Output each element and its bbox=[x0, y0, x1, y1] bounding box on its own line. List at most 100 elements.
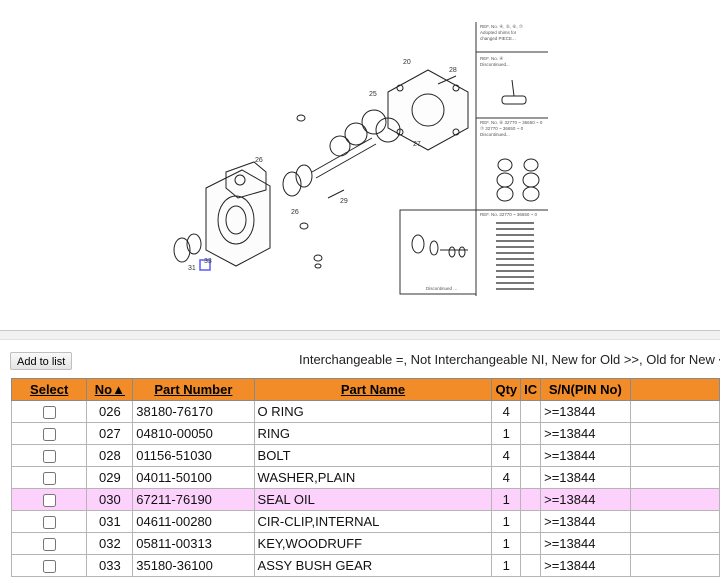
no-cell: 029 bbox=[86, 466, 134, 489]
extra-cell bbox=[629, 422, 720, 445]
callout-27: 27 bbox=[413, 141, 421, 148]
ref-low-line-1: REF. No. ⑥ 32770 ~ 36650 ~ 0 bbox=[480, 120, 543, 125]
exploded-view-drawing: 20 28 25 27 26 26 29 31 33 REF. No. ④, ⑤… bbox=[173, 22, 548, 296]
part-number-cell: 67211-76190 bbox=[132, 488, 255, 511]
part-number-cell: 04810-00050 bbox=[132, 422, 255, 445]
sn-cell: >=13844 bbox=[540, 554, 631, 577]
select-cell bbox=[10, 444, 88, 467]
inset-line-1: REF. No. 32770 ~ 36650 ~ 0 bbox=[480, 212, 538, 217]
ic-cell bbox=[520, 532, 542, 555]
no-column-header[interactable]: No▲ bbox=[86, 378, 134, 401]
qty-cell: 4 bbox=[491, 444, 522, 467]
ic-column-header: IC bbox=[520, 378, 542, 401]
part-number-cell: 38180-76170 bbox=[132, 400, 255, 423]
part-number-cell: 01156-51030 bbox=[132, 444, 255, 467]
row-select-checkbox[interactable] bbox=[42, 450, 56, 464]
ic-cell bbox=[520, 400, 542, 423]
select-cell bbox=[10, 488, 88, 511]
ic-cell bbox=[520, 444, 542, 467]
part-name-cell: O RING bbox=[253, 400, 493, 423]
sn-cell: >=13844 bbox=[540, 488, 631, 511]
extra-cell bbox=[629, 444, 720, 467]
ic-cell bbox=[520, 422, 542, 445]
no-cell: 031 bbox=[86, 510, 134, 533]
no-cell: 026 bbox=[86, 400, 134, 423]
select-cell bbox=[10, 554, 88, 577]
sn-column-header: S/N(PIN No) bbox=[540, 378, 631, 401]
part-name-column-header[interactable]: Part Name bbox=[253, 378, 493, 401]
callout-29: 29 bbox=[340, 198, 348, 205]
qty-cell: 1 bbox=[491, 510, 522, 533]
no-cell: 027 bbox=[86, 422, 134, 445]
ref-mid-line-2: Discontinued... bbox=[480, 62, 510, 67]
part-name-cell: CIR-CLIP,INTERNAL bbox=[253, 510, 493, 533]
part-number-cell: 04611-00280 bbox=[132, 510, 255, 533]
part-name-cell: WASHER,PLAIN bbox=[253, 466, 493, 489]
part-name-cell: ASSY BUSH GEAR bbox=[253, 554, 493, 577]
table-header-row: Select No▲ Part Number Part Name Qty IC … bbox=[10, 378, 720, 401]
extra-cell bbox=[629, 510, 720, 533]
row-select-checkbox[interactable] bbox=[42, 406, 56, 420]
ic-cell bbox=[520, 510, 542, 533]
inset-line-2: Discontinued ... bbox=[426, 286, 457, 291]
parts-table: Select No▲ Part Number Part Name Qty IC … bbox=[10, 378, 720, 577]
no-cell: 030 bbox=[86, 488, 134, 511]
pane-divider[interactable] bbox=[0, 330, 720, 340]
row-select-checkbox[interactable] bbox=[42, 516, 56, 530]
qty-cell: 1 bbox=[491, 488, 522, 511]
row-select-checkbox[interactable] bbox=[42, 560, 56, 574]
reference-panel: REF. No. ④, ⑤, ⑥, ⑦ Adopted shims for ch… bbox=[399, 22, 548, 296]
select-cell bbox=[10, 422, 88, 445]
part-number-column-header[interactable]: Part Number bbox=[132, 378, 255, 401]
callout-33: 33 bbox=[204, 258, 212, 265]
sn-cell: >=13844 bbox=[540, 400, 631, 423]
ref-low-line-2: ⑦ 32770 ~ 36650 ~ 0 bbox=[480, 126, 524, 131]
callout-26b: 26 bbox=[291, 209, 299, 216]
sn-cell: >=13844 bbox=[540, 422, 631, 445]
sn-cell: >=13844 bbox=[540, 532, 631, 555]
ref-top-line-1: REF. No. ④, ⑤, ⑥, ⑦ bbox=[480, 24, 524, 29]
callout-20: 20 bbox=[403, 59, 411, 66]
ref-mid-line-1: REF. No. ④ bbox=[480, 56, 504, 61]
sn-cell: >=13844 bbox=[540, 466, 631, 489]
ic-cell bbox=[520, 488, 542, 511]
ref-top-line-3: changed PIECE... bbox=[480, 36, 516, 41]
row-select-checkbox[interactable] bbox=[42, 472, 56, 486]
part-number-cell: 05811-00313 bbox=[132, 532, 255, 555]
extra-cell bbox=[629, 488, 720, 511]
no-cell: 032 bbox=[86, 532, 134, 555]
no-cell: 028 bbox=[86, 444, 134, 467]
interchangeability-legend: Interchangeable =, Not Interchangeable N… bbox=[299, 352, 720, 367]
extra-column-header bbox=[629, 378, 720, 401]
callout-28: 28 bbox=[449, 67, 457, 74]
extra-cell bbox=[629, 532, 720, 555]
add-to-list-button[interactable]: Add to list bbox=[10, 352, 73, 370]
ic-cell bbox=[520, 554, 542, 577]
qty-cell: 1 bbox=[491, 532, 522, 555]
part-name-cell: KEY,WOODRUFF bbox=[253, 532, 493, 555]
ic-cell bbox=[520, 466, 542, 489]
ref-top-line-2: Adopted shims for bbox=[480, 30, 517, 35]
qty-cell: 4 bbox=[491, 466, 522, 489]
part-number-cell: 04011-50100 bbox=[132, 466, 255, 489]
toolbar: Add to list Interchangeable =, Not Inter… bbox=[0, 346, 720, 374]
callout-31: 31 bbox=[188, 265, 196, 272]
row-select-checkbox[interactable] bbox=[42, 494, 56, 508]
select-cell bbox=[10, 532, 88, 555]
select-column-header[interactable]: Select bbox=[10, 378, 88, 401]
sn-cell: >=13844 bbox=[540, 444, 631, 467]
part-number-cell: 35180-36100 bbox=[132, 554, 255, 577]
row-select-checkbox[interactable] bbox=[42, 538, 56, 552]
callout-26a: 26 bbox=[255, 157, 263, 164]
row-select-checkbox[interactable] bbox=[42, 428, 56, 442]
no-cell: 033 bbox=[86, 554, 134, 577]
